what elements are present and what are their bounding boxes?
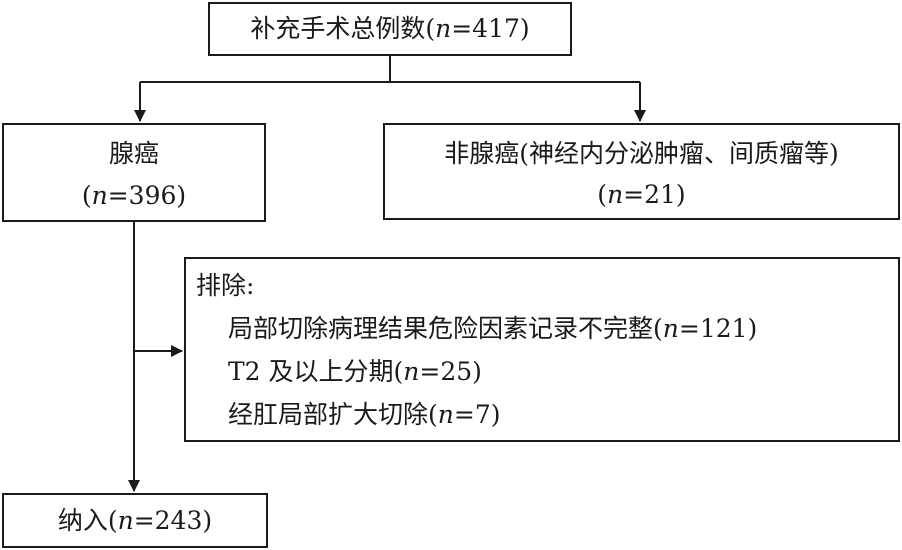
non-adenocarcinoma-box: 非腺癌(神经内分泌肿瘤、间质瘤等) (n=21) (383, 123, 900, 220)
exclusion-heading: 排除: (196, 271, 255, 300)
exclusion-item-transanal-excision: 经肛局部扩大切除(n=7) (228, 400, 501, 429)
exclusion-item-t2-stage: T2 及以上分期(n=25) (228, 357, 482, 386)
exclusion-box: 排除: 局部切除病理结果危险因素记录不完整(n=121) T2 及以上分期(n=… (184, 257, 900, 442)
adenocarcinoma-count: (n=396) (81, 181, 187, 210)
total-cases-text: 补充手术总例数(n=417) (250, 14, 530, 43)
exclusion-item-incomplete-records: 局部切除病理结果危险因素记录不完整(n=121) (228, 314, 758, 343)
included-box: 纳入(n=243) (2, 493, 268, 548)
adenocarcinoma-title: 腺癌 (108, 139, 159, 168)
total-cases-box: 补充手术总例数(n=417) (208, 2, 572, 56)
adenocarcinoma-box: 腺癌 (n=396) (2, 123, 266, 222)
included-text: 纳入(n=243) (57, 506, 213, 535)
non-adenocarcinoma-title: 非腺癌(神经内分泌肿瘤、间质瘤等) (444, 139, 839, 168)
non-adenocarcinoma-count: (n=21) (597, 180, 686, 209)
